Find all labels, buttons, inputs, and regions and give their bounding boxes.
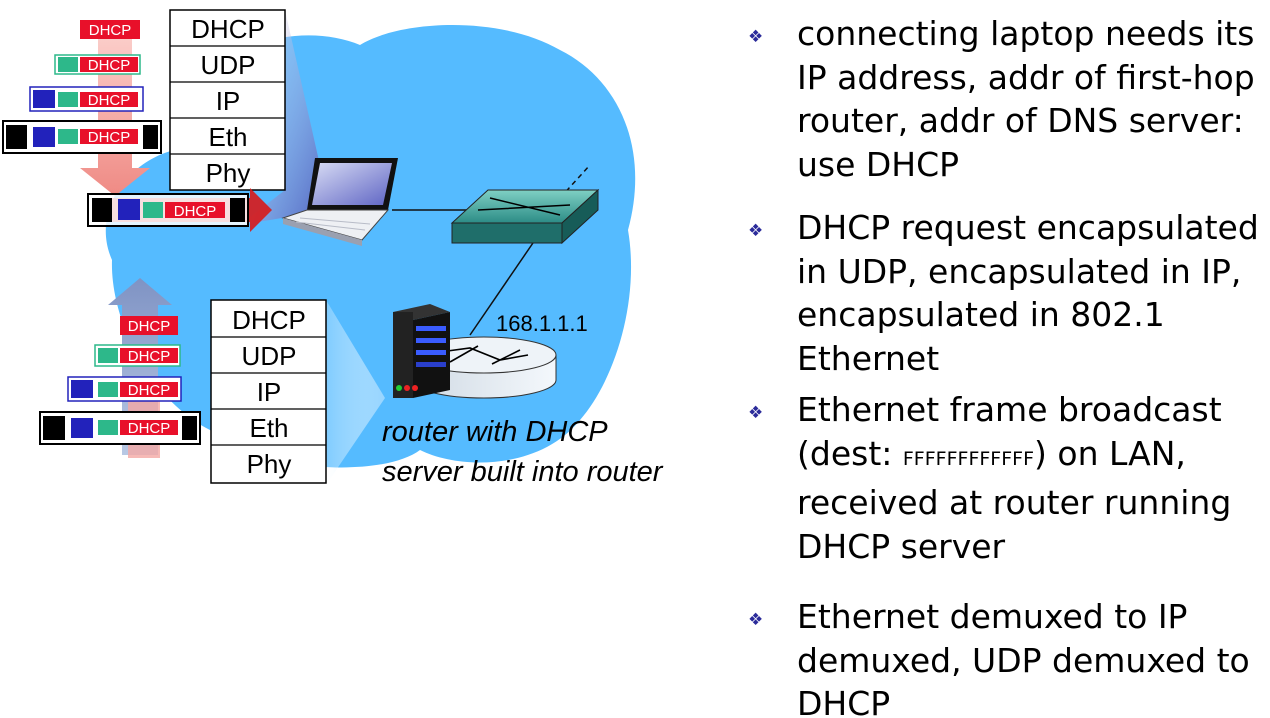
router-ip-label: 168.1.1.1	[496, 311, 588, 336]
bullet-text: connecting laptop needs its IP address, …	[797, 14, 1255, 184]
bottom-stack-layer-udp: UDP	[242, 341, 297, 371]
bullet-item: ❖ connecting laptop needs its IP address…	[748, 12, 1270, 186]
diamond-bullet-icon: ❖	[748, 610, 764, 630]
bottom-packet-dhcp: DHCP	[120, 316, 178, 335]
broadcast-mac-address: FFFFFFFFFFFF	[902, 447, 1035, 470]
server-icon	[393, 304, 450, 398]
bottom-stack-layer-phy: Phy	[247, 449, 292, 479]
top-packet-ip: DHCP	[29, 86, 144, 112]
bullet-list: ❖ connecting laptop needs its IP address…	[748, 12, 1270, 718]
bottom-packet-dhcp-label: DHCP	[128, 318, 171, 335]
top-protocol-stack: DHCP UDP IP Eth Phy	[169, 9, 286, 191]
bottom-packet-udp-label: DHCP	[128, 348, 171, 365]
diamond-bullet-icon: ❖	[748, 403, 764, 423]
bottom-stack-layer-eth: Eth	[249, 413, 288, 443]
bottom-packet-eth: DHCP	[39, 411, 201, 445]
bottom-packet-ip-label: DHCP	[128, 382, 171, 399]
top-stack-layer-phy: Phy	[206, 158, 251, 188]
transmitted-frame-label: DHCP	[174, 203, 217, 220]
transmitted-frame: DHCP	[87, 193, 249, 227]
top-packet-ip-label: DHCP	[88, 92, 131, 109]
diamond-bullet-icon: ❖	[748, 221, 764, 241]
bottom-packet-udp: DHCP	[94, 344, 181, 367]
bullet-text: DHCP request encapsulated in UDP, encaps…	[797, 208, 1259, 378]
bullet-text-part: ) on LAN, received at router running DHC…	[797, 433, 1232, 566]
network-diagram: 168.1.1.1 DHCP UDP IP Eth Phy DHCP UDP I…	[2, 9, 636, 485]
bullet-item: ❖ DHCP request encapsulated in UDP, enca…	[748, 206, 1270, 380]
top-stack-layer-udp: UDP	[201, 50, 256, 80]
top-packet-dhcp: DHCP	[80, 20, 140, 39]
bottom-packet-eth-label: DHCP	[128, 420, 171, 437]
switch-router-link	[469, 239, 536, 336]
laptop-icon	[281, 158, 398, 246]
top-packet-udp-label: DHCP	[88, 57, 131, 74]
router-caption: router with DHCP server built into route…	[382, 416, 663, 488]
top-stack-layer-dhcp: DHCP	[191, 14, 265, 44]
bottom-stack-layer-ip: IP	[257, 377, 282, 407]
bullet-text-part: Ethernet frame broadcast (dest:	[797, 390, 1222, 473]
diamond-bullet-icon: ❖	[748, 27, 764, 47]
bottom-protocol-stack: DHCP UDP IP Eth Phy	[210, 299, 327, 484]
top-stack-layer-ip: IP	[216, 86, 241, 116]
bottom-packet-ip: DHCP	[67, 376, 182, 402]
top-packet-eth-label: DHCP	[88, 129, 131, 146]
top-stack-layer-eth: Eth	[208, 122, 247, 152]
switch-icon	[450, 188, 600, 245]
bottom-stack-fan	[326, 300, 385, 485]
bullet-text: Ethernet frame broadcast (dest: FFFFFFFF…	[797, 388, 1270, 568]
top-packet-dhcp-label: DHCP	[89, 22, 132, 39]
encapsulation-arrow-down	[80, 30, 150, 196]
bottom-stack-layer-dhcp: DHCP	[232, 305, 306, 335]
top-packet-udp: DHCP	[54, 54, 141, 75]
bullet-text: Ethernet demuxed to IP demuxed, UDP demu…	[797, 597, 1250, 718]
uplink-dashed	[559, 164, 591, 199]
top-packet-eth: DHCP	[2, 120, 162, 154]
bullet-item: ❖ Ethernet demuxed to IP demuxed, UDP de…	[748, 595, 1270, 718]
bullet-item: ❖ Ethernet frame broadcast (dest: FFFFFF…	[748, 388, 1270, 568]
